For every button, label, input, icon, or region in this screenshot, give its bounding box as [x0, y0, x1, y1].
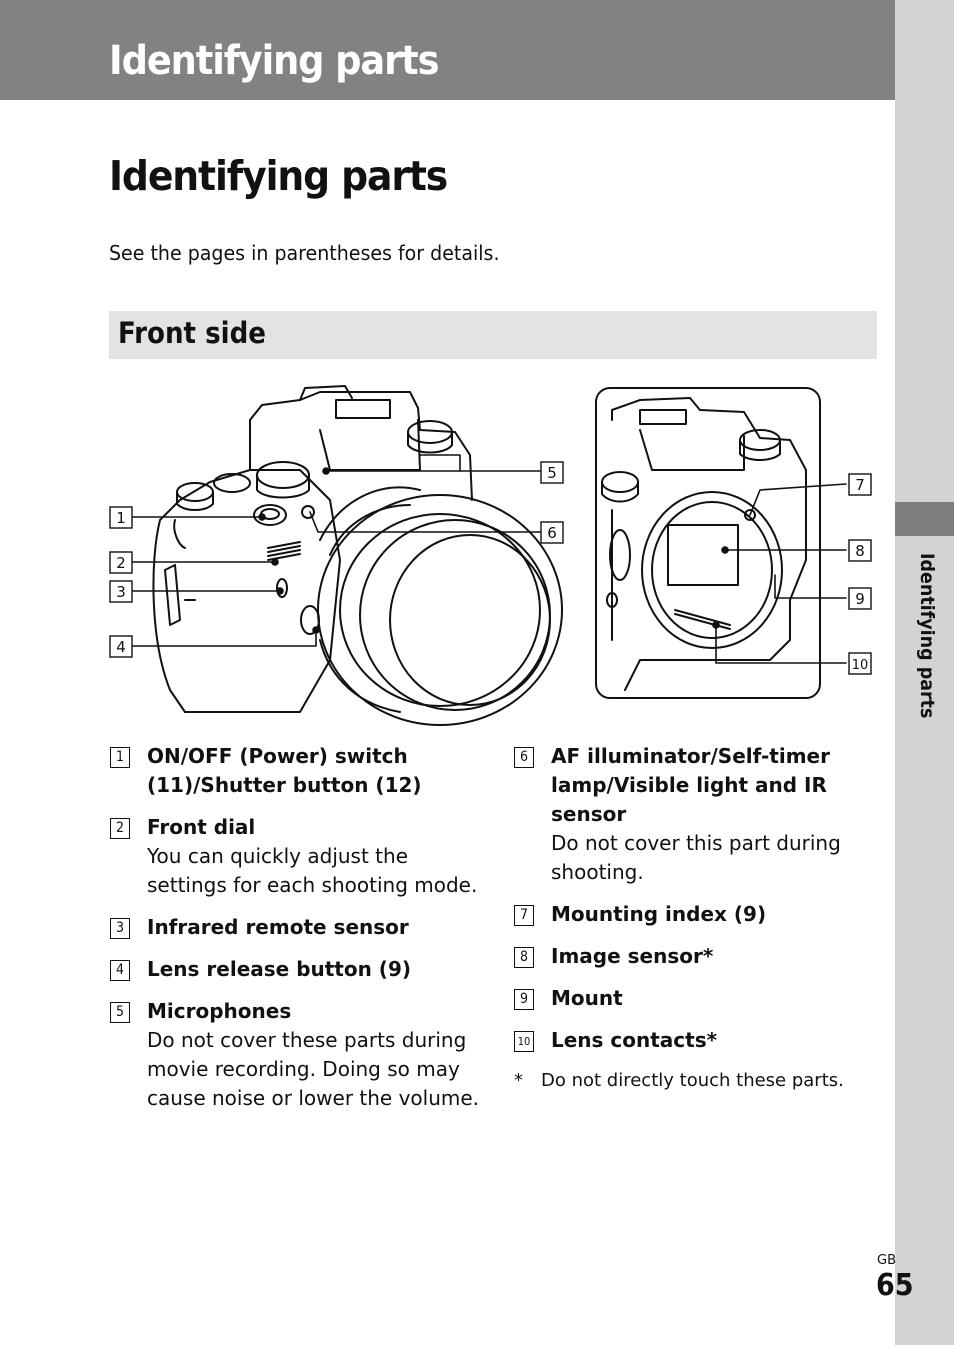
footnote: * Do not directly touch these parts.: [514, 1070, 844, 1091]
callout-4: 4: [109, 635, 133, 658]
callout-6-label: 6: [547, 524, 557, 542]
list-item: 8 Image sensor*: [514, 942, 884, 971]
callout-2-label: 2: [116, 554, 126, 572]
item-number: 9: [514, 989, 534, 1010]
footnote-text: Do not directly touch these parts.: [541, 1070, 844, 1091]
item-title: Microphones: [147, 999, 292, 1023]
item-number: 3: [110, 918, 130, 939]
item-title: Mount: [551, 986, 623, 1010]
camera-illustration: 1 2 3 4 5 6 7 8 9 10: [109, 385, 872, 726]
callout-3-label: 3: [116, 583, 126, 601]
callout-8-label: 8: [855, 542, 865, 560]
item-title: Lens contacts*: [551, 1028, 718, 1052]
item-title: Mounting index (9): [551, 902, 767, 926]
camera-mount-drawing: [601, 397, 807, 691]
item-number: 6: [514, 747, 534, 768]
item-title: ON/OFF (Power) switch (11)/Shutter butto…: [147, 744, 422, 797]
side-strip: [895, 0, 954, 1345]
list-item: 10 Lens contacts*: [514, 1026, 884, 1055]
callout-5: 5: [540, 461, 564, 484]
page-number: 65: [876, 1268, 914, 1303]
callout-8: 8: [848, 539, 872, 562]
callout-7-label: 7: [855, 476, 865, 494]
item-title: AF illuminator/Self-timer lamp/Visible l…: [551, 744, 830, 826]
item-number: 4: [110, 960, 130, 981]
item-description: Do not cover these parts during movie re…: [147, 1028, 480, 1110]
item-title: Lens release button (9): [147, 957, 412, 981]
item-title: Front dial: [147, 815, 256, 839]
footnote-mark: *: [514, 1070, 523, 1091]
callout-3: 3: [109, 580, 133, 603]
callout-7: 7: [848, 473, 872, 496]
list-item: 4 Lens release button (9): [110, 955, 480, 984]
page-title: Identifying parts: [109, 152, 448, 200]
parts-list-left: 1 ON/OFF (Power) switch (11)/Shutter but…: [110, 742, 480, 1126]
callout-4-label: 4: [116, 638, 126, 656]
camera-front-drawing: [152, 385, 563, 726]
item-title: Infrared remote sensor: [147, 915, 409, 939]
intro-text: See the pages in parentheses for details…: [109, 241, 500, 265]
item-number: 8: [514, 947, 534, 968]
callout-9-label: 9: [855, 590, 865, 608]
callout-1-label: 1: [116, 509, 126, 527]
parts-list-right: 6 AF illuminator/Self-timer lamp/Visible…: [514, 742, 884, 1068]
list-item: 5 Microphones Do not cover these parts du…: [110, 997, 480, 1113]
list-item: 6 AF illuminator/Self-timer lamp/Visible…: [514, 742, 884, 887]
callout-5-label: 5: [547, 464, 557, 482]
item-number: 2: [110, 818, 130, 839]
section-title: Front side: [118, 316, 266, 350]
list-item: 7 Mounting index (9): [514, 900, 884, 929]
item-number: 1: [110, 747, 130, 768]
list-item: 1 ON/OFF (Power) switch (11)/Shutter but…: [110, 742, 480, 800]
item-description: Do not cover this part during shooting.: [551, 831, 841, 884]
callout-10-label: 10: [852, 658, 869, 673]
item-title: Image sensor*: [551, 944, 714, 968]
item-description: You can quickly adjust the settings for …: [147, 844, 478, 897]
side-tab-marker: [895, 502, 954, 536]
section-bar: [109, 311, 877, 359]
callout-2: 2: [109, 551, 133, 574]
callout-9: 9: [848, 587, 872, 610]
header-title: Identifying parts: [109, 38, 440, 84]
callout-10: 10: [848, 652, 872, 675]
list-item: 9 Mount: [514, 984, 884, 1013]
list-item: 3 Infrared remote sensor: [110, 913, 480, 942]
callout-6: 6: [540, 521, 564, 544]
header-bar: [0, 0, 895, 100]
region-code: GB: [877, 1253, 896, 1268]
callout-1: 1: [109, 506, 133, 529]
side-label-text: Identifying parts: [916, 553, 938, 719]
mount-view-frame: [595, 387, 821, 699]
item-number: 10: [514, 1031, 534, 1052]
side-label: Identifying parts: [910, 553, 940, 733]
item-number: 7: [514, 905, 534, 926]
item-number: 5: [110, 1002, 130, 1023]
